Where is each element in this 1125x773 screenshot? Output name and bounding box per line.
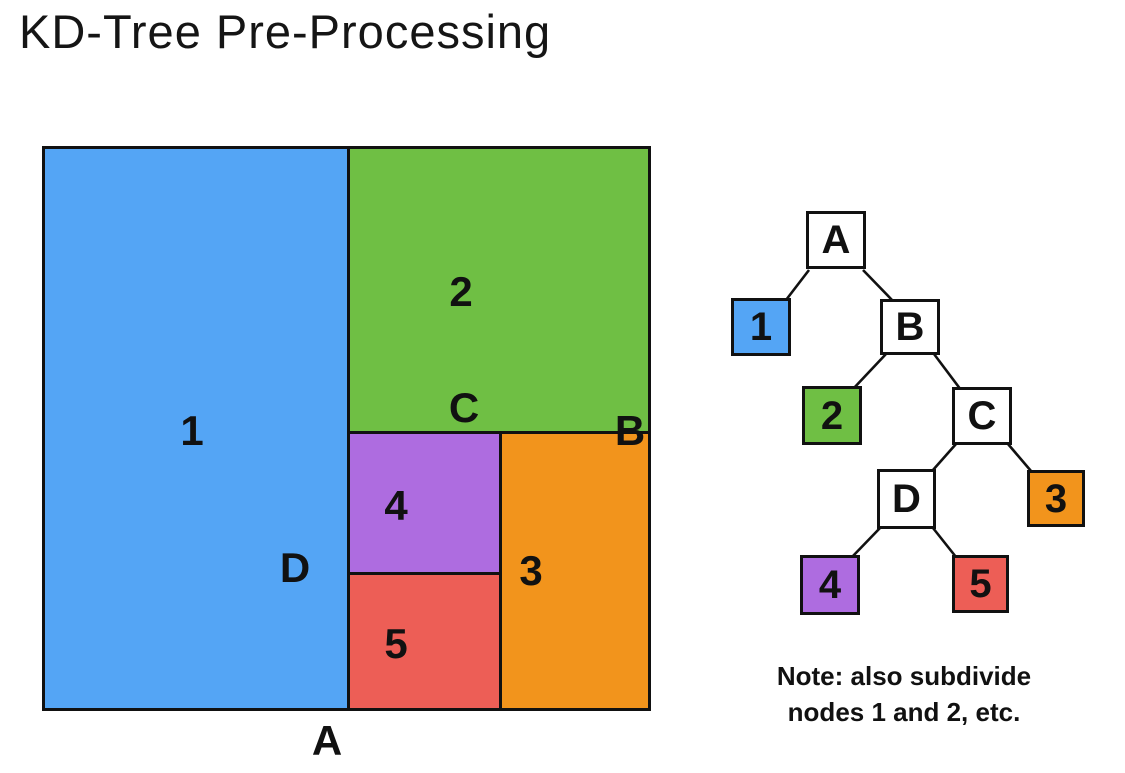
split-label-d: D: [279, 544, 311, 591]
split-line-a: [347, 149, 350, 708]
region-4-purple: [350, 434, 499, 572]
split-label-a: A: [311, 717, 343, 764]
tree-edge-A-1: [784, 269, 811, 301]
page-title: KD-Tree Pre-Processing: [19, 5, 552, 58]
split-label-c: C: [448, 384, 480, 431]
region-2-green: [350, 149, 648, 431]
tree-node-B: B: [880, 299, 940, 355]
tree-edge-A-B: [862, 269, 893, 301]
tree-leaf-5: 5: [952, 555, 1009, 613]
tree-leaf-2: 2: [802, 386, 862, 445]
region-label-4: 4: [384, 482, 408, 529]
tree-edge-C-D: [932, 443, 957, 471]
tree-node-C: C: [952, 387, 1012, 445]
tree-leaf-4: 4: [800, 555, 860, 615]
tree-node-A: A: [806, 211, 866, 269]
kd-square-diagram: 1 2 3 4 5 A B C D: [42, 146, 651, 762]
note-line-1: Note: also subdivide: [776, 661, 1032, 691]
tree-node-D: D: [877, 469, 936, 529]
split-line-b: [350, 431, 648, 434]
region-label-5: 5: [384, 620, 408, 667]
tree-edge-B-C: [932, 353, 963, 391]
region-label-2: 2: [449, 268, 473, 315]
split-label-b: B: [614, 407, 646, 454]
note-line-2: nodes 1 and 2, etc.: [787, 697, 1021, 727]
tree-leaf-1: 1: [731, 298, 791, 356]
note-text: Note: also subdivide nodes 1 and 2, etc.: [729, 658, 1079, 730]
tree-leaf-3: 3: [1027, 470, 1085, 527]
region-label-1: 1: [180, 407, 204, 454]
tree-edge-C-3: [1007, 443, 1032, 472]
split-line-d: [350, 572, 499, 575]
region-5-red: [350, 575, 499, 708]
region-3-orange: [502, 434, 648, 708]
region-label-3: 3: [519, 547, 543, 594]
tree-edge-B-2: [852, 353, 887, 390]
tree-edge-D-4: [851, 527, 881, 558]
region-1-blue: [45, 149, 347, 708]
tree-edge-D-5: [931, 527, 958, 558]
split-line-c: [499, 434, 502, 708]
